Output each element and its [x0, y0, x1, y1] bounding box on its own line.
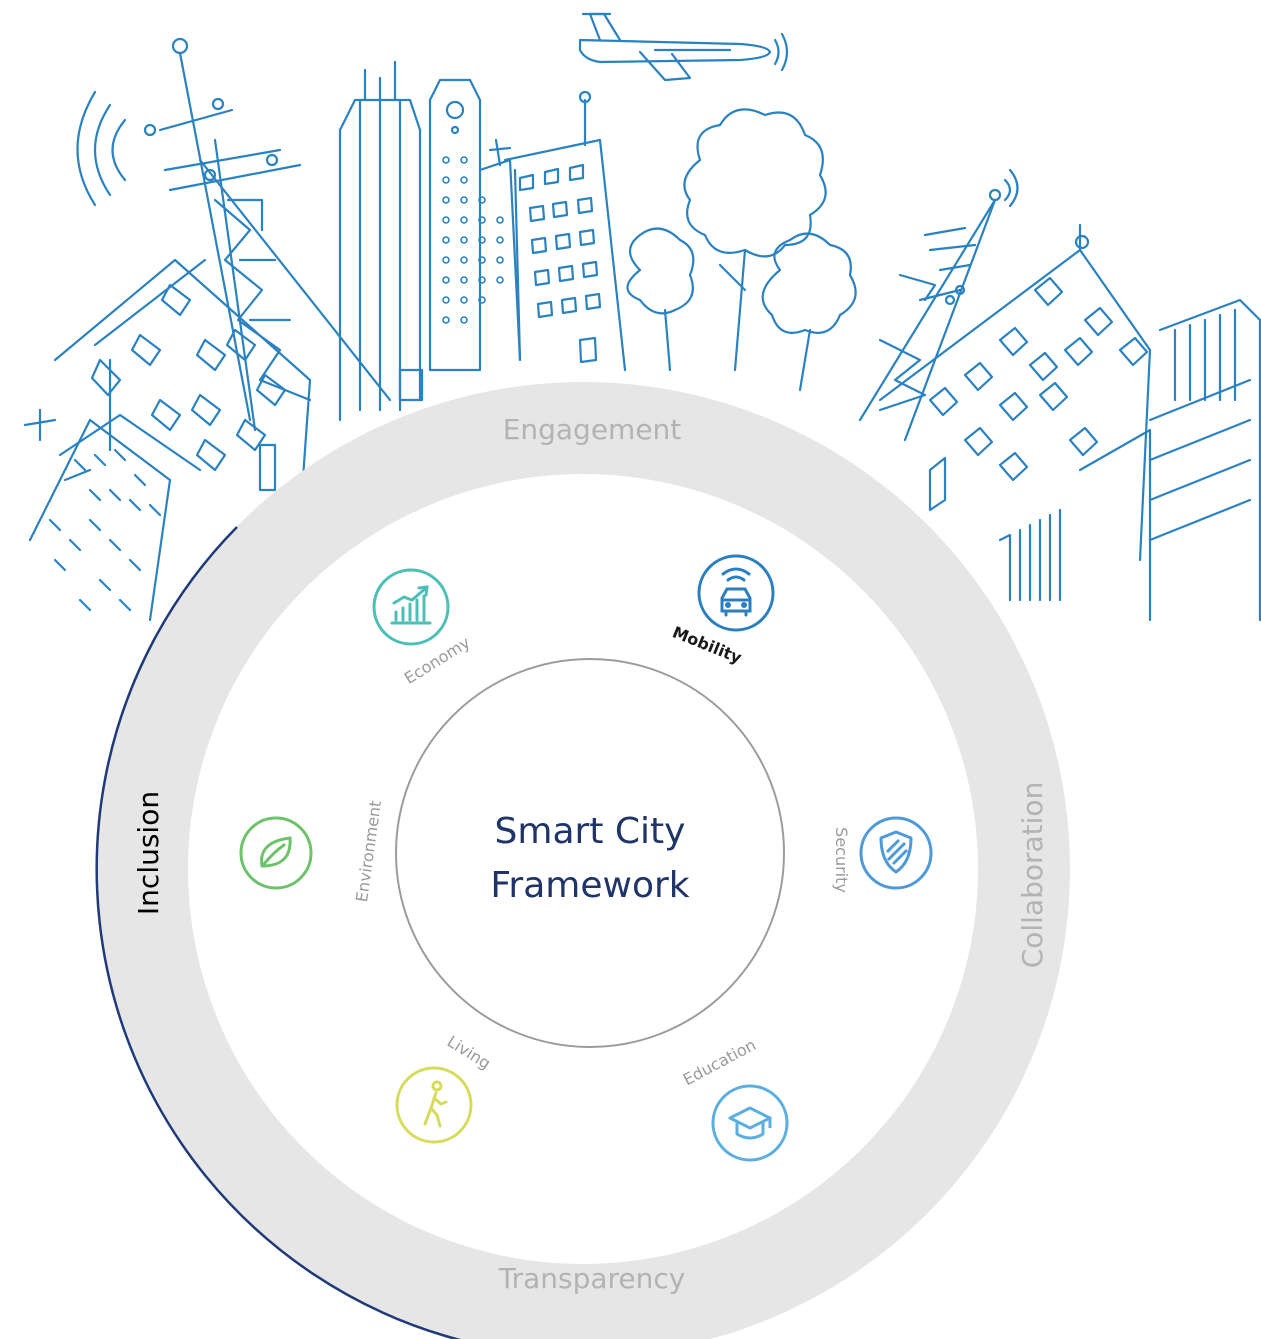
ring-label-inclusion: Inclusion: [132, 791, 165, 915]
outer-ring-outline: [95, 526, 462, 1339]
center-circle: Smart City Framework: [395, 658, 785, 1048]
center-title-line2: Framework: [490, 865, 689, 906]
building-windows: [503, 90, 627, 372]
economy-icon-ring: [372, 568, 450, 646]
pillar-label-security: Security: [832, 827, 851, 893]
radio-tower-right: [858, 168, 1019, 442]
city-skyline-illustration: [23, 12, 1261, 622]
pillar-security: Security: [832, 816, 933, 893]
building-right: [878, 223, 1152, 562]
chart-icon: [390, 585, 432, 625]
mobility-icon-ring: [697, 554, 775, 632]
education-icon-ring: [711, 1084, 789, 1162]
leaf-icon: [260, 836, 292, 868]
car-icon: [720, 567, 752, 617]
security-icon-ring: [859, 816, 933, 890]
shield-icon: [879, 830, 913, 874]
ring-label-engagement: Engagement: [503, 413, 682, 446]
environment-icon-ring: [239, 816, 313, 890]
building-tall-striped: [338, 60, 424, 422]
graduation-cap-icon: [728, 1106, 772, 1140]
ring-label-transparency: Transparency: [498, 1262, 686, 1295]
building-left: [53, 258, 312, 522]
trees: [626, 108, 857, 392]
radio-tower-left: [76, 37, 392, 432]
ring-label-collaboration: Collaboration: [1016, 782, 1049, 969]
walking-person-icon: [423, 1080, 448, 1128]
living-icon-ring: [395, 1066, 473, 1144]
building-bottom-left: [23, 408, 202, 622]
building-far-right: [998, 298, 1261, 622]
center-title-line1: Smart City: [495, 811, 686, 852]
building-dotted-tower: [428, 78, 522, 372]
airplane-icon: [578, 12, 789, 82]
